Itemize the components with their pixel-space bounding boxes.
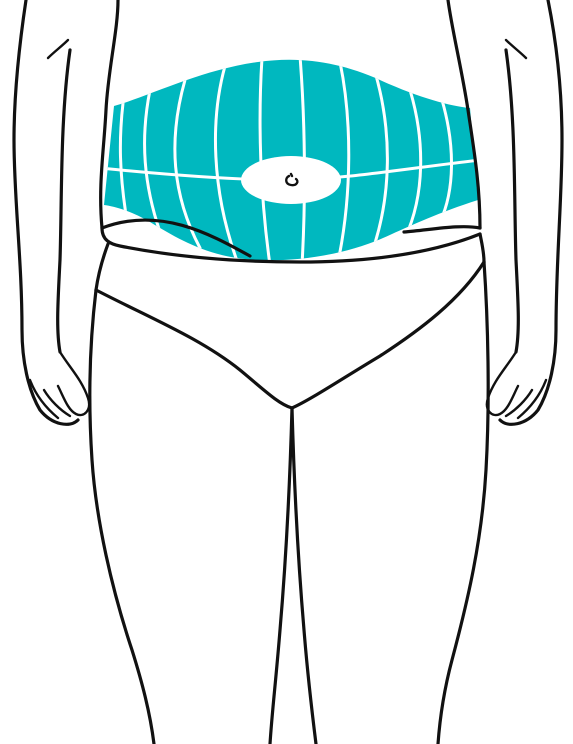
waistband-right-curve (404, 227, 480, 232)
right-finger (518, 380, 546, 418)
injection-zone (100, 56, 480, 265)
left-arm-crease (48, 40, 68, 58)
leg-opening-left (96, 290, 292, 408)
left-leg-inner (270, 408, 292, 744)
left-hand (58, 352, 89, 415)
underwear-right-hip (480, 234, 484, 262)
right-arm (487, 0, 562, 424)
navel-exclusion-area (241, 156, 341, 204)
leg-opening-right (292, 262, 484, 408)
left-leg-outer (90, 290, 154, 744)
right-arm-inner (506, 50, 518, 352)
right-hand (487, 352, 518, 415)
left-arm-inner (58, 50, 70, 352)
left-arm (14, 0, 89, 424)
right-leg-outer (438, 262, 488, 744)
right-arm-crease (506, 40, 526, 58)
underwear-left-hip (96, 244, 108, 290)
right-leg-inner (292, 408, 316, 744)
navel-mark (291, 174, 292, 176)
legs (90, 262, 488, 744)
